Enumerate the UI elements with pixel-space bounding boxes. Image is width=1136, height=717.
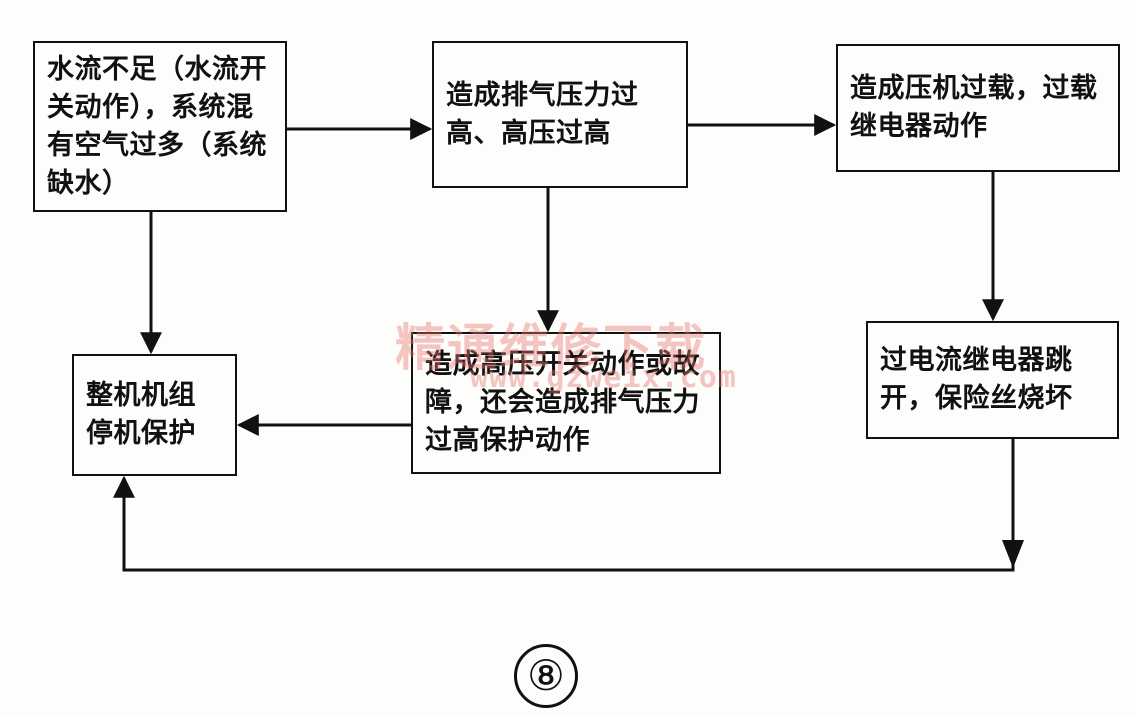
box-unit-protection: 整机机组停机保护: [72, 354, 237, 476]
box-unit-protection-text: 整机机组停机保护: [86, 380, 196, 449]
arrow-relay-down-head: [1002, 540, 1024, 568]
box-overcurrent-relay-text: 过电流继电器跳开，保险丝烧坏: [880, 345, 1073, 414]
box-high-pressure: 造成排气压力过高、高压过高: [432, 41, 688, 188]
box-water-shortage: 水流不足（水流开关动作），系统混有空气过多（系统缺水）: [33, 41, 287, 212]
box-high-pressure-text: 造成排气压力过高、高压过高: [446, 79, 639, 149]
box-overload: 造成压机过载，过载继电器动作: [836, 44, 1120, 172]
diagram-number: ⑧: [514, 644, 578, 708]
box-overload-text: 造成压机过载，过载继电器动作: [850, 73, 1098, 142]
arrow-relay-feedback: [113, 439, 1015, 572]
box-water-shortage-text: 水流不足（水流开关动作），系统混有空气过多（系统缺水）: [47, 53, 267, 199]
box-overcurrent-relay: 过电流继电器跳开，保险丝烧坏: [866, 321, 1119, 439]
box-hp-switch-text: 造成高压开关动作或故障，还会造成排气压力过高保护动作: [425, 349, 700, 456]
box-hp-switch: 造成高压开关动作或故障，还会造成排气压力过高保护动作: [411, 332, 721, 474]
